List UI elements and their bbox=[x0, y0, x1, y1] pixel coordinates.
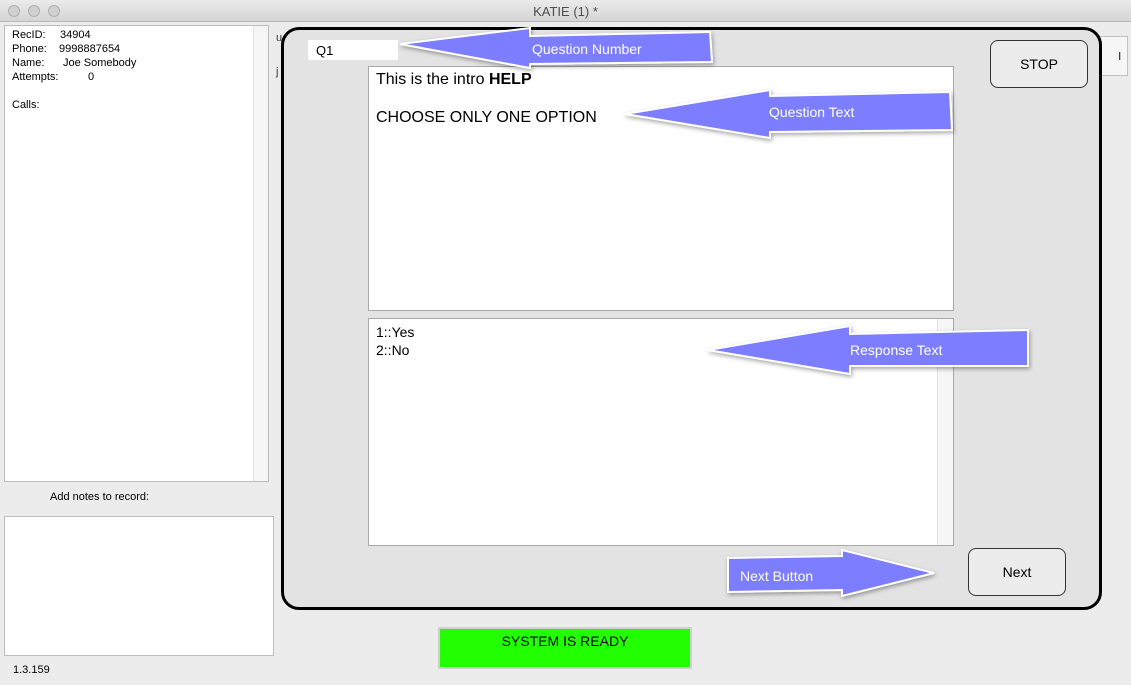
info-row-name: Name: Joe Somebody bbox=[12, 57, 136, 69]
question-number-annotation: Question Number bbox=[532, 41, 642, 57]
info-row-attempts: Attempts: 0 bbox=[12, 71, 94, 83]
question-intro-text: This is the intro bbox=[376, 71, 489, 88]
attempts-label: Attempts: bbox=[12, 71, 59, 83]
response-option: 1::Yes bbox=[376, 324, 415, 340]
name-value: Joe Somebody bbox=[63, 57, 137, 69]
window-title: KATIE (1) * bbox=[533, 4, 598, 19]
background-text-fragment: j bbox=[276, 66, 279, 78]
info-row-recid: RecID: 34904 bbox=[12, 29, 91, 41]
close-window-icon[interactable] bbox=[8, 5, 20, 17]
next-button-annotation: Next Button bbox=[740, 568, 814, 584]
next-button[interactable]: Next bbox=[968, 548, 1066, 596]
question-text-arrow bbox=[624, 88, 954, 140]
phone-label: Phone: bbox=[12, 43, 47, 55]
response-text-arrow bbox=[707, 324, 1029, 376]
stop-button[interactable]: STOP bbox=[990, 40, 1088, 88]
calls-label: Calls: bbox=[12, 99, 40, 111]
next-button-arrow bbox=[727, 548, 935, 598]
recid-value: 34904 bbox=[60, 29, 91, 41]
status-indicator: SYSTEM IS READY bbox=[438, 627, 692, 669]
name-label: Name: bbox=[12, 57, 45, 69]
response-option: 2::No bbox=[376, 342, 410, 358]
attempts-value: 0 bbox=[88, 71, 95, 83]
response-text-annotation: Response Text bbox=[850, 342, 943, 358]
phone-value: 9998887654 bbox=[59, 43, 121, 55]
title-bar: KATIE (1) * bbox=[0, 0, 1131, 22]
question-number-field: Q1 bbox=[308, 40, 398, 60]
notes-label: Add notes to record: bbox=[50, 491, 150, 503]
minimize-window-icon[interactable] bbox=[28, 5, 40, 17]
info-row-phone: Phone: 9998887654 bbox=[12, 43, 120, 55]
notes-textarea[interactable] bbox=[4, 516, 274, 656]
response-scrollbar[interactable] bbox=[937, 319, 953, 545]
background-text-fragment: u bbox=[276, 32, 283, 44]
question-intro-line: This is the intro HELP bbox=[376, 70, 946, 90]
question-text-annotation: Question Text bbox=[769, 104, 855, 120]
zoom-window-icon[interactable] bbox=[48, 5, 60, 17]
recid-label: RecID: bbox=[12, 29, 46, 41]
question-instruction: CHOOSE ONLY ONE OPTION bbox=[376, 109, 597, 126]
question-intro-bold: HELP bbox=[488, 71, 532, 88]
question-number-arrow bbox=[399, 26, 714, 70]
record-info-panel[interactable]: RecID: 34904 Phone: 9998887654 Name: Joe… bbox=[4, 25, 269, 482]
info-panel-scrollbar[interactable] bbox=[253, 26, 268, 481]
version-label: 1.3.159 bbox=[13, 664, 50, 676]
